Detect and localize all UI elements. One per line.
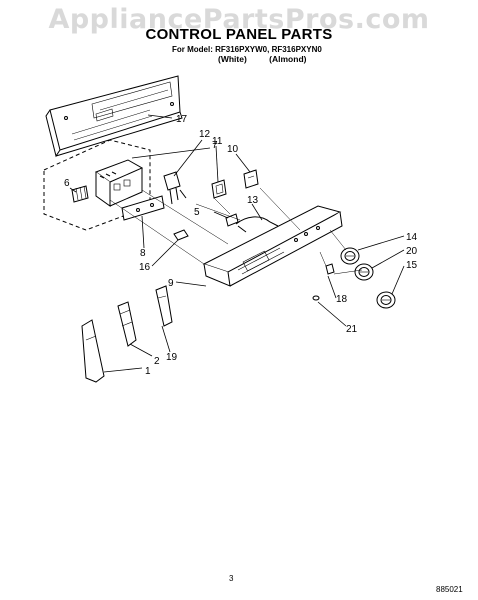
callout-2: 2 (154, 356, 160, 367)
terminal-block (225, 213, 239, 227)
selector-switch (163, 171, 187, 205)
page-title: CONTROL PANEL PARTS (145, 26, 333, 43)
callout-13: 13 (247, 195, 259, 206)
console-panel (202, 205, 343, 287)
variant-almond: (Almond) (269, 54, 307, 64)
watermark-text: AppliancePartsPros.com (48, 4, 430, 35)
callout-9: 9 (168, 278, 174, 289)
callout-5: 5 (194, 207, 200, 218)
knob-top (340, 247, 360, 265)
callout-10: 10 (227, 144, 239, 155)
knob-middle (354, 263, 374, 281)
page-number: 3 (229, 574, 234, 583)
callout-15: 15 (406, 260, 418, 271)
side-bracket (155, 285, 173, 327)
document-number: 885021 (436, 585, 463, 594)
callout-14: 14 (406, 232, 418, 243)
spring (325, 263, 335, 275)
callout-1: 1 (145, 366, 151, 377)
callout-12: 12 (199, 129, 211, 140)
callout-20: 20 (406, 246, 418, 257)
side-trim (81, 319, 105, 383)
push-button (71, 185, 89, 203)
variant-white: (White) (218, 54, 247, 64)
variant-labels: (White) (Almond) (218, 54, 326, 64)
clip (173, 229, 189, 241)
model-line: For Model: RF316PXYW0, RF316PXYN0 (172, 45, 322, 54)
switch-housing (94, 159, 144, 207)
bracket-plate (121, 195, 165, 221)
callout-8: 8 (140, 248, 146, 259)
screw (312, 295, 320, 301)
infinite-switch (243, 169, 259, 189)
callout-7: 7 (212, 140, 218, 151)
rotary-switch (211, 179, 227, 199)
callout-16: 16 (139, 262, 151, 273)
back-panel (45, 75, 183, 158)
callout-11: 11 (212, 136, 223, 147)
knob-bottom (376, 291, 396, 309)
callout-19: 19 (166, 352, 178, 363)
wire-harness (235, 216, 279, 227)
callout-17: 17 (176, 114, 188, 125)
callout-6: 6 (64, 178, 70, 189)
callout-18: 18 (336, 294, 348, 305)
callout-21: 21 (346, 324, 358, 335)
